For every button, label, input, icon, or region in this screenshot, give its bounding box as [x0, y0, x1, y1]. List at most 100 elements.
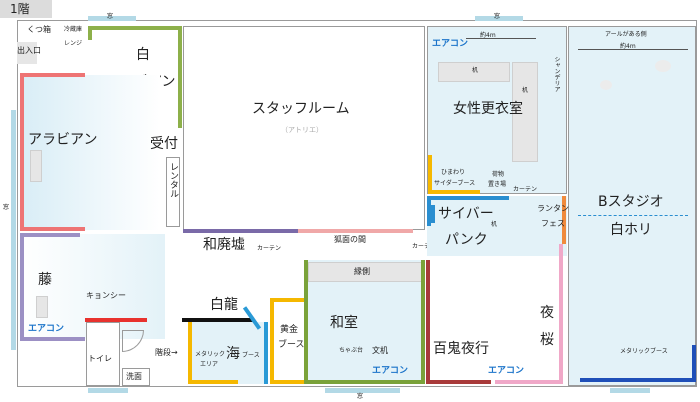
- window-left: [11, 110, 16, 350]
- toilet-label: トイレ: [88, 354, 112, 363]
- rental-box: [166, 157, 180, 227]
- aircon-label: エアコン: [488, 366, 525, 376]
- red-partition: [85, 318, 147, 322]
- wisteria-wall-bottom: [20, 337, 85, 341]
- window-bottom-right: [610, 388, 650, 393]
- room-cyberpunk: [427, 196, 567, 256]
- womens-desk-label: 机: [472, 67, 479, 74]
- microwave-label: レンジ: [64, 40, 83, 47]
- arabian-wall-left: [20, 73, 24, 230]
- curtain-label: カーテン: [513, 186, 538, 193]
- white-arabian-wall-left: [88, 26, 92, 40]
- hakuryu-divider: [182, 318, 254, 322]
- lantern-label-1: ランタン: [537, 204, 569, 213]
- aircon-label: エアコン: [432, 39, 469, 49]
- atelier-label: （アトリエ）: [281, 126, 323, 134]
- metallic-area-wall: [188, 322, 192, 384]
- studio-width-arrow: [578, 49, 688, 50]
- room-womens-dressing: [427, 26, 567, 194]
- studio-dashed-line: [578, 215, 688, 216]
- yozakura-wall-right: [559, 244, 563, 384]
- luggage-label: 荷物: [492, 171, 505, 178]
- metallic-booth-wall-right: [692, 345, 696, 382]
- metallic-area-label-1: メタリック: [195, 351, 226, 358]
- hyakki-wall-bottom: [426, 380, 491, 384]
- shoe-box-label: くつ箱: [27, 25, 51, 34]
- washroom-label: 洗面: [126, 372, 142, 381]
- washitsu-wall-bottom: [304, 380, 424, 384]
- toilet-box: [86, 322, 120, 386]
- cyberpunk-label-1: サイバー: [438, 206, 494, 222]
- white-arabian-label-1: 白: [136, 47, 150, 63]
- arabian-label: アラビアン: [28, 132, 98, 148]
- yozakura-wall-bottom: [495, 380, 563, 384]
- womens-desk-side-label: 机: [522, 87, 529, 94]
- staff-room-label: スタッフルーム: [252, 101, 350, 117]
- womens-width-label: 約4m: [480, 32, 496, 39]
- arabian-bench: [30, 150, 42, 182]
- entrance-door-label: 出入口: [17, 46, 41, 55]
- window-bottom-mid: [325, 388, 400, 393]
- studio-prop: [655, 60, 671, 72]
- ruined-house-label: 和廃墟: [203, 237, 245, 253]
- studio-metallic-booth-label: メタリックブース: [620, 348, 668, 355]
- hakuryu-label: 白龍: [210, 297, 238, 313]
- fridge-label: 冷蔵庫: [64, 26, 83, 33]
- metallic-booth-wall-bottom: [580, 378, 696, 382]
- luggage-place-label: 置き場: [488, 181, 507, 188]
- himawari-label: ひまわり: [441, 169, 466, 176]
- arch-side-label: アールがある側: [605, 31, 647, 38]
- shirohori-label: 白ホリ: [610, 222, 652, 238]
- bunzukue-label: 文机: [372, 346, 388, 355]
- window-bottom-left: [88, 388, 128, 393]
- sea-wall-right: [264, 322, 268, 384]
- wisteria-wall-top: [20, 233, 80, 237]
- entrance-door[interactable]: [17, 42, 37, 64]
- wisteria-wall-left: [20, 233, 24, 341]
- chabudai-label: ちゃぶ台: [339, 347, 364, 354]
- sea-booth-label: ブース: [242, 352, 260, 359]
- womens-desk-top: [438, 62, 510, 82]
- golden-label-1: 黄金: [280, 325, 299, 335]
- yozakura-label-1: 夜: [540, 305, 554, 321]
- floor-label-box: [0, 0, 52, 18]
- cyberpunk-label-2: パンク: [445, 232, 488, 248]
- window-label: 窓: [3, 204, 10, 211]
- kitsunemen-label: 狐面の間: [334, 235, 366, 244]
- studio-width-label: 約4m: [620, 43, 636, 50]
- window-label: 窓: [494, 13, 501, 20]
- kyonshi-label: キョンシー: [86, 291, 126, 300]
- reception-label: 受付: [150, 136, 178, 152]
- chandelier-label: シャンデリア: [553, 56, 560, 92]
- golden-label-2: ブース: [278, 340, 305, 350]
- hyakki-wall-left: [426, 260, 430, 384]
- golden-booth-wall-bottom: [270, 380, 305, 384]
- cider-booth-wall-bottom: [428, 190, 480, 194]
- womens-dressing-label: 女性更衣室: [453, 101, 523, 117]
- room-arabian: [20, 75, 160, 230]
- cyberpunk-wall-inner: [431, 205, 435, 223]
- aircon-label: エアコン: [28, 324, 65, 334]
- golden-booth-wall-top: [270, 298, 305, 302]
- wisteria-label: 藤: [38, 272, 52, 288]
- washroom-box: [122, 368, 150, 386]
- womens-width-arrow: [466, 38, 536, 39]
- cyberpunk-wall-top: [427, 196, 509, 200]
- cyberpunk-desk-label: 机: [491, 221, 498, 228]
- aircon-label: エアコン: [372, 366, 409, 376]
- metallic-area-label-2: エリア: [200, 361, 219, 368]
- lantern-wall: [562, 196, 566, 244]
- white-arabian-wall-right: [178, 26, 182, 128]
- stairs-label: 階段→: [155, 348, 178, 357]
- womens-desk-side: [512, 62, 538, 162]
- curtain-label: カーテン: [257, 245, 282, 252]
- washitsu-label: 和室: [330, 315, 358, 331]
- building-outline: [17, 20, 697, 387]
- window-label: 窓: [357, 393, 364, 400]
- golden-booth-wall-left: [270, 298, 274, 384]
- metallic-area-bottom: [188, 380, 238, 384]
- window-top-right: [475, 16, 523, 21]
- room-sea: [188, 322, 268, 384]
- white-arabian-wall-top: [88, 26, 182, 30]
- studio-prop: [600, 80, 612, 90]
